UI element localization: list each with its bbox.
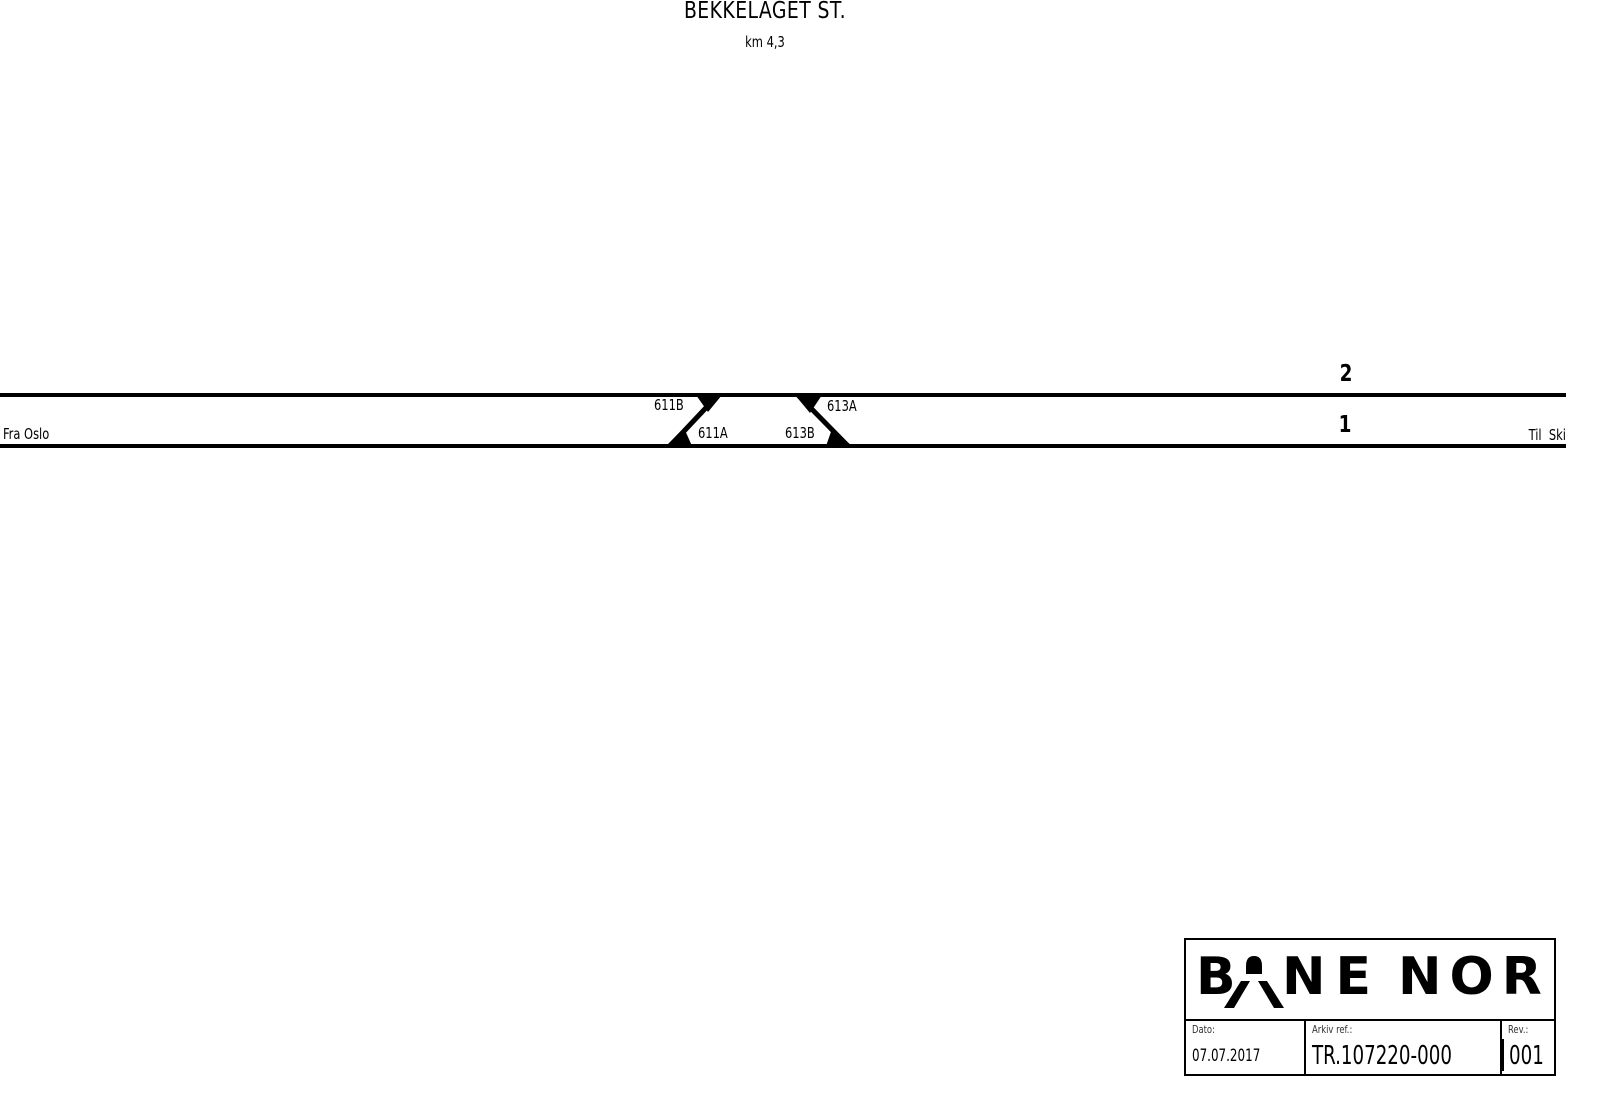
km-marker: km 4,3 xyxy=(745,33,785,51)
track-number-1: 1 xyxy=(1338,412,1352,438)
date-cell: Dato: 07.07.2017 xyxy=(1186,1021,1306,1076)
switch-613B-icon xyxy=(826,429,852,446)
switch-label-613A: 613A xyxy=(827,397,857,415)
revision-separator xyxy=(1502,1039,1504,1071)
switch-label-611B: 611B xyxy=(654,396,684,414)
svg-text:NE: NE xyxy=(1282,947,1381,1007)
date-value: 07.07.2017 xyxy=(1192,1046,1261,1066)
track-number-2: 2 xyxy=(1339,361,1353,387)
archive-ref-cell: Arkiv ref.: TR.107220-000 xyxy=(1306,1021,1502,1076)
switch-label-613B: 613B xyxy=(785,424,815,442)
switch-label-611A: 611A xyxy=(698,424,728,442)
bane-nor-logo-icon: B NE NOR xyxy=(1196,947,1550,1008)
svg-text:NOR: NOR xyxy=(1398,947,1550,1007)
station-title: BEKKELAGET ST. xyxy=(683,0,847,24)
track-diagram xyxy=(0,393,1566,448)
date-label: Dato: xyxy=(1192,1023,1215,1036)
crossover-613 xyxy=(795,393,852,448)
bane-nor-logo: B NE NOR xyxy=(1186,940,1554,1021)
revision-label: Rev.: xyxy=(1508,1023,1529,1036)
switch-611A-icon xyxy=(666,428,692,446)
title-block: B NE NOR Dato: 07.07.2017 Arkiv ref.: TR… xyxy=(1184,938,1556,1076)
direction-from-label: Fra Oslo xyxy=(3,425,50,443)
direction-to-label: Til Ski xyxy=(1528,426,1566,444)
revision-value: 001 xyxy=(1509,1041,1544,1071)
svg-text:B: B xyxy=(1196,947,1236,1007)
revision-cell: Rev.: 001 xyxy=(1502,1021,1554,1076)
archive-ref-value: TR.107220-000 xyxy=(1312,1041,1452,1071)
crossover-611 xyxy=(666,393,722,448)
archive-ref-label: Arkiv ref.: xyxy=(1312,1023,1353,1036)
